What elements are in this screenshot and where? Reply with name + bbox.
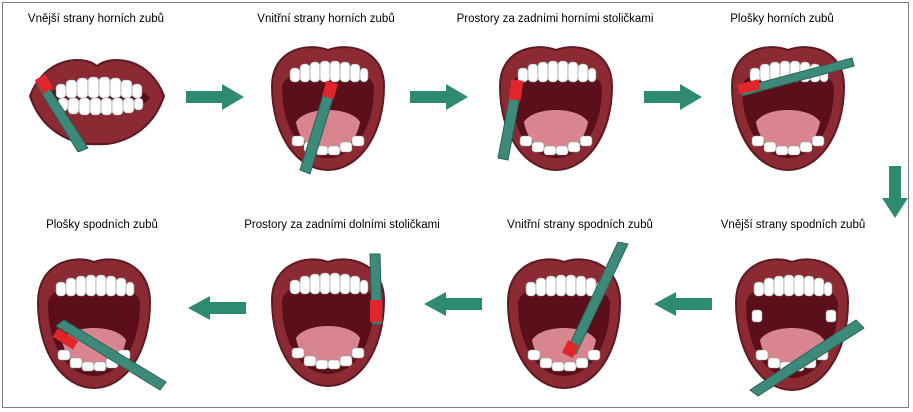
step-4-label: Plošky horních zubů: [730, 13, 834, 25]
arrow-right-icon: [410, 84, 468, 110]
toothbrush-icon: [52, 319, 167, 391]
toothbrush-icon: [561, 242, 629, 359]
step-6-label: Vnitřní strany spodních zubů: [507, 219, 653, 231]
step-1-label: Vnější strany horních zubů: [27, 13, 165, 25]
step-8-label: Plošky spodních zubů: [46, 219, 158, 231]
step-3-illustration: [497, 46, 614, 172]
step-8-illustration: [36, 258, 167, 391]
step-1-illustration: [28, 59, 166, 152]
arrow-left-icon: [424, 292, 482, 316]
arrow-right-icon: [186, 84, 244, 110]
step-5-label: Vnější strany spodních zubů: [720, 219, 866, 231]
step-3-label: Prostory za zadními horními stoličkami: [456, 13, 654, 25]
step-4-illustration: [730, 46, 855, 172]
toothbrush-icon: [736, 57, 855, 97]
step-7-label: Prostory za zadními dolními stoličkami: [244, 219, 440, 231]
toothbrush-icon: [497, 79, 524, 161]
step-2-illustration: [270, 46, 386, 175]
arrow-right-icon: [644, 84, 702, 110]
arrow-left-icon: [654, 292, 712, 316]
arrow-left-icon: [188, 296, 246, 320]
arrow-down-icon: [882, 166, 908, 218]
step-7-illustration: [270, 253, 386, 388]
diagram-frame: [2, 2, 909, 408]
toothbrush-icon: [749, 319, 865, 397]
step-2-label: Vnitřní strany horních zubů: [257, 13, 395, 25]
toothbrush-icon: [34, 74, 89, 152]
toothbrush-icon: [369, 253, 383, 325]
step-6-illustration: [506, 242, 629, 390]
toothbrush-icon: [299, 80, 338, 175]
step-5-illustration: [734, 258, 865, 397]
